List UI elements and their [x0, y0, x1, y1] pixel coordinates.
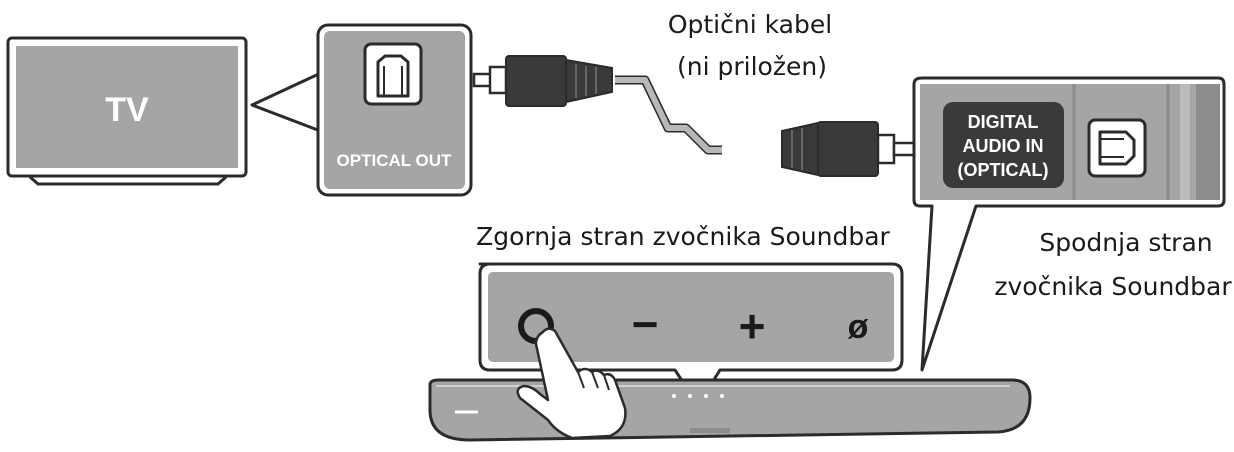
soundbar-bottom-label-line2: zvočnika Soundbar [994, 272, 1232, 301]
digital-audio-in-label-2: AUDIO IN [963, 136, 1044, 156]
optical-cable [615, 75, 722, 155]
optical-port-icon [363, 42, 423, 106]
volume-down-button-icon: − [632, 298, 659, 350]
tv-zoom-callout [250, 70, 324, 134]
digital-audio-in-label-1: DIGITAL [968, 112, 1039, 132]
volume-up-button-icon: + [739, 300, 766, 352]
soundbar-top-label: Zgornja stran zvočnika Soundbar [476, 222, 890, 251]
tv-screen [16, 46, 238, 168]
cable-label-line1: Optični kabel [667, 10, 833, 39]
soundbar-rear-panel-callout: DIGITAL AUDIO IN (OPTICAL) [912, 76, 1226, 372]
cable-label-line2: (ni priložen) [677, 52, 827, 81]
soundbar-side-plug [781, 121, 916, 177]
hand-pointer-icon [516, 327, 627, 440]
bluetooth-pairing-button-icon: ø [848, 308, 869, 346]
tv: TV [6, 36, 248, 186]
digital-audio-in-label-3: (OPTICAL) [958, 160, 1049, 180]
tv-port-label: OPTICAL OUT [337, 151, 453, 170]
digital-audio-in-badge [943, 102, 1064, 188]
soundbar-optical-port-icon [1087, 118, 1147, 178]
tv-label: TV [105, 91, 149, 129]
tv-optical-port-panel: OPTICAL OUT [316, 23, 473, 197]
tv-stand [29, 175, 227, 186]
tv-side-plug [472, 55, 613, 107]
soundbar-bottom-label-line1: Spodnja stran [1039, 228, 1213, 257]
